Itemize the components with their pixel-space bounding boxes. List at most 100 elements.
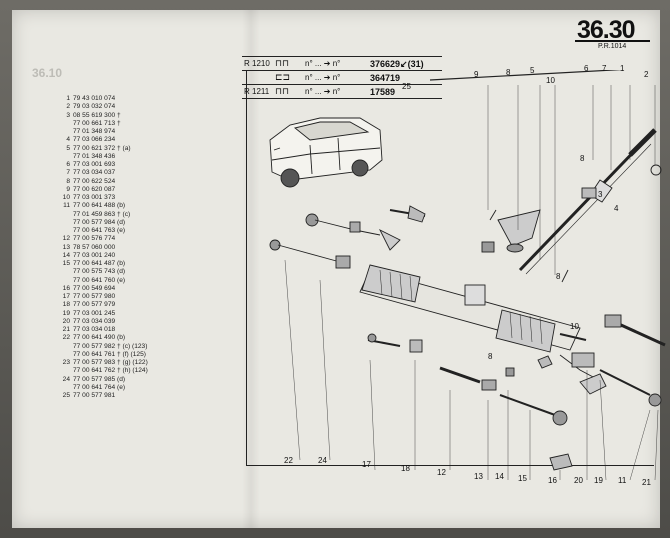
model-code: R 1211 — [244, 87, 270, 96]
part-reference-code: 08 55 619 300 † — [73, 111, 121, 119]
car-illustration — [269, 117, 383, 188]
part-reference-code: 79 43 010 074 — [73, 95, 116, 102]
callout-label: 2 — [644, 70, 649, 79]
parts-list-row: 77 01 459 863 † (c) — [60, 211, 148, 219]
part-reference-code: 79 03 032 074 — [73, 103, 116, 111]
callout-label: 10 — [570, 322, 579, 331]
part-number: 13 — [62, 243, 70, 251]
part-reference-code: 77 00 622 524 — [73, 177, 116, 185]
part-reference-code: 77 00 641 761 † (f) (125) — [73, 350, 146, 358]
callout-label: 4 — [614, 204, 619, 213]
range-text: n° ... ➔ n° — [305, 73, 341, 82]
callout-label: 5 — [530, 66, 535, 75]
parts-list-row: 77 00 641 764 (e) — [60, 384, 148, 392]
part-reference-code: 77 03 066 234 — [73, 136, 116, 144]
part-reference-code: 77 00 577 984 (d) — [73, 218, 126, 226]
parts-list-row: 77 00 577 982 † (c) (123) — [60, 343, 148, 351]
callout-label: 22 — [284, 456, 293, 465]
part-number: 25 — [62, 392, 70, 399]
diagram-frame-left — [246, 70, 247, 465]
callout-label: 6 — [584, 64, 589, 73]
callout-label: 13 — [474, 472, 483, 481]
part-reference-code: 77 00 577 983 † (g) (122) — [73, 359, 148, 366]
callout-label: 3 — [598, 190, 603, 199]
part-reference-code: 77 03 001 693 — [73, 161, 116, 168]
part-number: 1 — [66, 95, 70, 102]
callout-label: 8 — [580, 154, 585, 163]
part-number: 11 — [63, 202, 70, 210]
part-number: 9 — [66, 185, 70, 193]
part-reference-code: 77 03 034 039 — [73, 317, 116, 325]
chassis-icon: ⊓⊓ — [275, 58, 290, 68]
part-number: 12 — [62, 235, 70, 243]
part-reference-code: 77 00 641 760 (e) — [73, 276, 126, 284]
callout-label: 18 — [401, 464, 410, 473]
part-number: 2 — [66, 103, 70, 111]
part-number: 6 — [66, 161, 70, 168]
steering-column — [518, 128, 662, 275]
part-reference-code: 77 00 577 985 (d) — [73, 375, 126, 383]
callout-label: 8 — [506, 68, 511, 77]
part-reference-code: 77 00 549 694 — [73, 284, 116, 292]
rack-housing — [359, 264, 587, 353]
reference-table: R 1210 ⊓⊓ n° ... ➔ n° 376629↙(31) ⊏⊐ n° … — [242, 56, 442, 99]
parts-list-row: 77 00 575 743 (d) — [60, 268, 148, 276]
range-text: n° ... ➔ n° — [305, 59, 341, 68]
callout-label: 24 — [318, 456, 327, 465]
part-number: 20 — [62, 317, 70, 325]
pr-code: P.R.1014 — [598, 43, 627, 50]
callout-label: 25 — [402, 82, 411, 91]
callout-label: 8 — [556, 272, 561, 281]
part-number: 24 — [62, 375, 70, 383]
part-number: 3 — [66, 111, 70, 119]
parts-list-row: 77 00 661 713 † — [60, 120, 148, 128]
callout-label: 11 — [618, 476, 627, 485]
small-parts — [367, 209, 607, 395]
callout-label: 21 — [642, 478, 651, 487]
part-reference-code: 77 03 034 037 — [73, 169, 116, 177]
part-reference-code: 77 03 001 245 — [73, 309, 116, 317]
part-number: 8 — [66, 177, 70, 185]
catalog-page: 36.10 36.30 P.R.1014 R 1210 ⊓⊓ n° ... ➔ … — [12, 10, 666, 528]
part-number: 5 — [66, 144, 70, 152]
callout-label: 19 — [594, 476, 603, 485]
callout-label: 16 — [548, 476, 557, 485]
part-reference-code: 77 03 001 240 — [73, 251, 116, 259]
part-reference-code: 77 00 620 087 — [73, 185, 116, 193]
callout-label: 15 — [518, 474, 527, 483]
part-reference-code: 77 03 034 018 — [73, 326, 116, 333]
part-number: 19 — [62, 309, 70, 317]
callout-label: 7 — [602, 64, 607, 73]
part-reference-code: 77 01 348 436 — [73, 152, 116, 160]
part-number: 21 — [62, 326, 70, 333]
part-reference-code: 77 01 459 863 † (c) — [73, 210, 131, 218]
serial-number: 17589 — [370, 87, 396, 97]
part-reference-code: 77 00 577 980 — [73, 293, 116, 300]
part-reference-code: 77 00 641 487 (b) — [73, 260, 126, 267]
chassis-icon: ⊓⊓ — [275, 86, 290, 96]
part-reference-code: 78 57 060 000 — [73, 243, 116, 251]
page-number: 36.30 — [577, 16, 636, 45]
callout-label: 17 — [362, 460, 371, 469]
part-number: 10 — [62, 194, 70, 201]
part-number: 18 — [62, 301, 70, 309]
parts-list-row: 77 00 641 763 (e) — [60, 227, 148, 235]
